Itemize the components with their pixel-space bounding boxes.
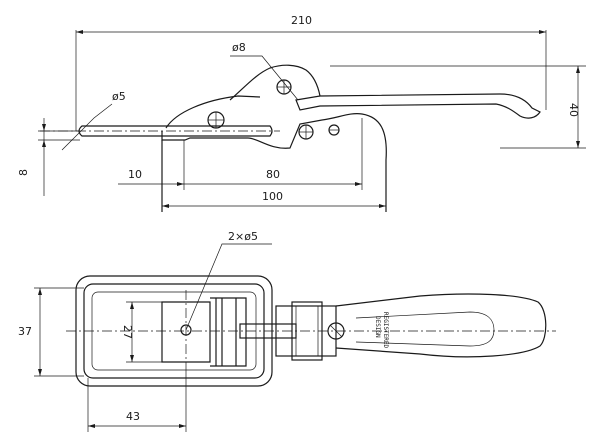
pin-diameter-callout: ø8: [230, 41, 299, 101]
lever-handle-top: [335, 293, 547, 358]
overall-length-dimension: 210: [75, 14, 547, 131]
hole-spacing-label: 27: [121, 325, 134, 339]
hook-to-base-label: 10: [128, 168, 142, 181]
hook-diameter-label: ø5: [112, 90, 126, 103]
lever-handle-side: [295, 93, 541, 119]
base-height-label: 37: [18, 325, 32, 338]
handle-marking-line1: DESIGN: [374, 316, 381, 338]
hole-offset-label: 43: [126, 410, 140, 423]
side-view: 210: [17, 14, 586, 212]
hole-offset-dimension: 43: [87, 372, 187, 432]
pivot-pins: [207, 79, 340, 140]
pin-diameter-label: ø8: [232, 41, 246, 54]
handle-height-label: 40: [567, 103, 580, 117]
hook-offset-label: 8: [17, 169, 30, 176]
mount-span-dimension: 100: [162, 190, 386, 208]
mount-span-label: 100: [262, 190, 283, 203]
hinge-block-top: [239, 301, 345, 361]
hole-callout-label: 2×ø5: [228, 230, 258, 243]
handle-marking: DESIGN REGISTERED: [374, 312, 389, 349]
handle-marking-line2: REGISTERED: [382, 312, 389, 349]
latch-body-side: [161, 64, 387, 212]
base-dimensions: 10 80: [118, 118, 363, 190]
overall-length-label: 210: [291, 14, 312, 27]
hook-offset-dimension: 8: [17, 118, 80, 196]
base-height-dimension: 37: [18, 287, 84, 377]
handle-height-dimension: 40: [330, 65, 586, 149]
base-span-label: 80: [266, 168, 280, 181]
hole-callout: 2×ø5: [185, 230, 272, 331]
hook-diameter-callout: ø5: [61, 90, 126, 151]
hole-spacing-dimension: 27: [121, 301, 162, 363]
top-view: DESIGN REGISTERED 2×ø5 37 27: [18, 230, 556, 432]
hook-loop-top: [161, 290, 247, 372]
